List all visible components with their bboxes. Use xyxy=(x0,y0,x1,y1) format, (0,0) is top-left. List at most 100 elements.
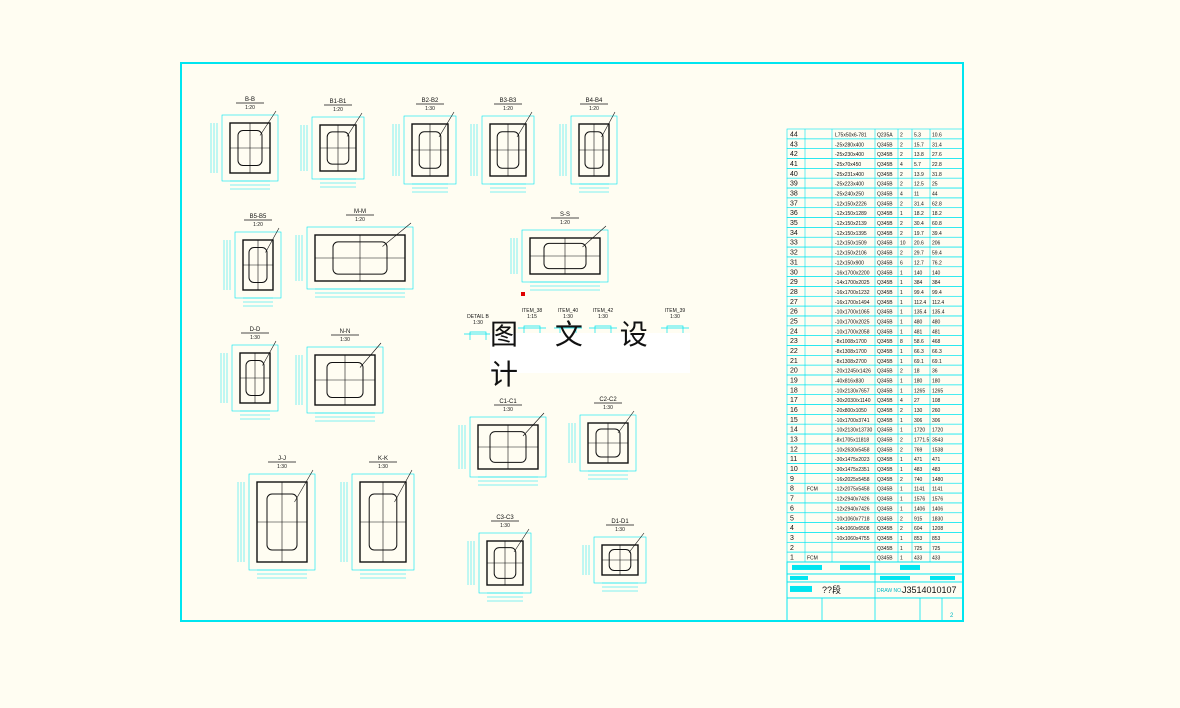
leader-line xyxy=(394,469,413,503)
table-cell: 13.9 xyxy=(914,172,924,178)
table-cell: 10 xyxy=(900,241,906,247)
table-cell: FCM xyxy=(807,487,818,493)
table-cell: 1 xyxy=(900,536,903,542)
table-cell: Q345B xyxy=(877,497,893,503)
leader-line xyxy=(628,532,645,553)
table-cell: 1830 xyxy=(932,516,943,522)
table-cell: -16x1700x1232 xyxy=(835,290,870,296)
table-cell: 135.4 xyxy=(932,310,945,316)
title-block-field xyxy=(880,575,910,580)
table-cell: Q345B xyxy=(877,142,893,148)
table-cell: 30.4 xyxy=(914,221,924,227)
table-cell: -12x150x1289 xyxy=(835,211,867,217)
table-cell: 1265 xyxy=(932,388,943,394)
table-cell: 2 xyxy=(900,408,903,414)
table-cell: 76.2 xyxy=(932,260,942,266)
table-cell: 2 xyxy=(900,152,903,158)
table-cell: 2 xyxy=(900,231,903,237)
table-cell: -25x231x400 xyxy=(835,172,864,178)
leader-line xyxy=(513,528,530,553)
table-cell: 4 xyxy=(900,162,903,168)
table-cell: 483 xyxy=(914,467,923,473)
table-cell: 915 xyxy=(914,516,923,522)
detail-title: ITEM_42 xyxy=(593,308,614,314)
table-cell: 1 xyxy=(900,300,903,306)
table-cell: 1480 xyxy=(932,477,943,483)
table-cell: 69.1 xyxy=(914,359,924,365)
table-cell: -8x1705x11818 xyxy=(835,438,869,444)
table-cell: 1 xyxy=(900,506,903,512)
section-view: N-N1:30 xyxy=(295,329,384,422)
table-cell: 22 xyxy=(790,348,798,355)
view-title: B4-B4 xyxy=(586,98,603,104)
table-cell: 12 xyxy=(790,446,798,453)
table-cell: 471 xyxy=(914,457,923,463)
table-cell: Q345B xyxy=(877,172,893,178)
title-block-field xyxy=(792,564,822,570)
table-cell: Q345B xyxy=(877,310,893,316)
table-cell: Q345B xyxy=(877,270,893,276)
table-cell: 22.8 xyxy=(932,162,942,168)
table-cell: 1 xyxy=(900,379,903,385)
detail-title: ITEM_38 xyxy=(522,308,543,314)
table-cell: 1406 xyxy=(914,506,925,512)
table-cell: 14 xyxy=(790,427,798,434)
table-cell: Q345B xyxy=(877,536,893,542)
table-cell: 18 xyxy=(914,369,920,375)
table-cell: -14x1700x2025 xyxy=(835,280,870,286)
table-cell: 66.3 xyxy=(932,349,942,355)
section-view: B3-B31:20 xyxy=(470,98,535,193)
table-cell: Q345B xyxy=(877,349,893,355)
leader-line xyxy=(259,110,277,136)
table-cell: 6 xyxy=(900,260,903,266)
table-cell: 2 xyxy=(900,438,903,444)
table-cell: Q345B xyxy=(877,162,893,168)
table-cell: 9 xyxy=(790,476,794,483)
table-cell: 13.8 xyxy=(914,152,924,158)
title-block-name: ??段 xyxy=(822,584,841,595)
view-title: D-D xyxy=(250,327,261,333)
title-block-field xyxy=(840,564,870,570)
table-cell: 2 xyxy=(900,516,903,522)
table-cell: 31.4 xyxy=(914,201,924,207)
table-cell: Q345B xyxy=(877,418,893,424)
table-cell: 1 xyxy=(900,497,903,503)
table-cell: 1720 xyxy=(914,428,925,434)
table-cell: 471 xyxy=(932,457,941,463)
detail-scale: 1:30 xyxy=(473,320,483,326)
table-cell: 130 xyxy=(914,408,923,414)
view-scale: 1:30 xyxy=(615,527,625,533)
table-cell: -12x150x900 xyxy=(835,260,864,266)
table-cell: 58.6 xyxy=(914,339,924,345)
table-cell: Q345B xyxy=(877,182,893,188)
table-cell: 25 xyxy=(790,318,798,325)
table-cell: 40 xyxy=(790,171,798,178)
view-title: C3-C3 xyxy=(496,515,514,521)
table-cell: 11 xyxy=(914,192,919,198)
table-cell: Q345B xyxy=(877,369,893,375)
table-cell: 1576 xyxy=(914,497,925,503)
title-block-field xyxy=(790,585,812,592)
table-cell: 18.2 xyxy=(932,211,942,217)
table-cell: -25x240x250 xyxy=(835,192,864,198)
table-cell: Q345B xyxy=(877,467,893,473)
view-scale: 1:20 xyxy=(245,105,255,111)
title-block-field xyxy=(930,575,955,580)
table-cell: 2 xyxy=(900,133,903,139)
